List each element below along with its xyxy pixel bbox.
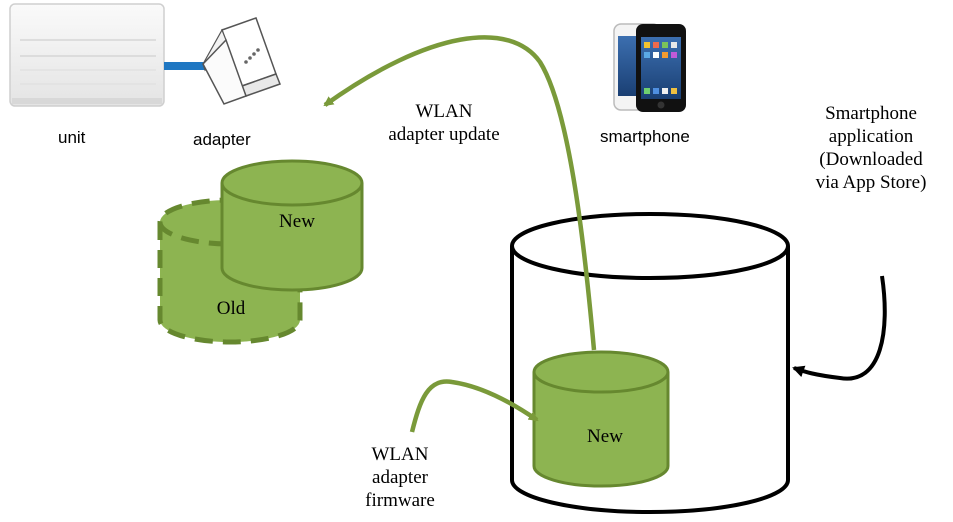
- smartphone-app-line-3: (Downloaded: [819, 149, 923, 170]
- smartphone-app-line-1: Smartphone: [825, 103, 917, 124]
- new-adapter-label: New: [279, 211, 315, 232]
- new-firmware-store-cylinder: [532, 350, 670, 488]
- new-store-label: New: [587, 426, 623, 447]
- smartphone-app-label: Smartphone application (Downloaded via A…: [796, 102, 946, 194]
- wlan-adapter-icon: [202, 17, 281, 105]
- update-arrow: [323, 35, 597, 351]
- wlan-firmware-label: WLAN adapter firmware: [350, 443, 450, 512]
- smartphone-icon: [613, 23, 686, 112]
- wlan-update-label: WLAN adapter update: [364, 100, 524, 146]
- wlan-firmware-line-1: WLAN: [371, 444, 429, 465]
- smartphone-label: smartphone: [600, 127, 690, 146]
- smartphone-app-line-4: via App Store): [815, 172, 927, 193]
- smartphone-app-line-2: application: [828, 126, 914, 147]
- unit-adapter-connector: [164, 62, 210, 70]
- app-download-arrow: [792, 275, 887, 381]
- adapter-label: adapter: [193, 130, 251, 149]
- wlan-update-line-2: adapter update: [388, 124, 500, 145]
- old-adapter-label: Old: [216, 298, 246, 319]
- unit-label: unit: [58, 128, 86, 147]
- firmware-arrow: [409, 379, 539, 433]
- wlan-firmware-line-3: firmware: [365, 490, 435, 511]
- air-conditioner-unit-icon: [9, 3, 165, 107]
- wlan-firmware-line-2: adapter: [372, 467, 428, 488]
- new-firmware-cylinder: [220, 159, 364, 292]
- wlan-update-line-1: WLAN: [415, 101, 473, 122]
